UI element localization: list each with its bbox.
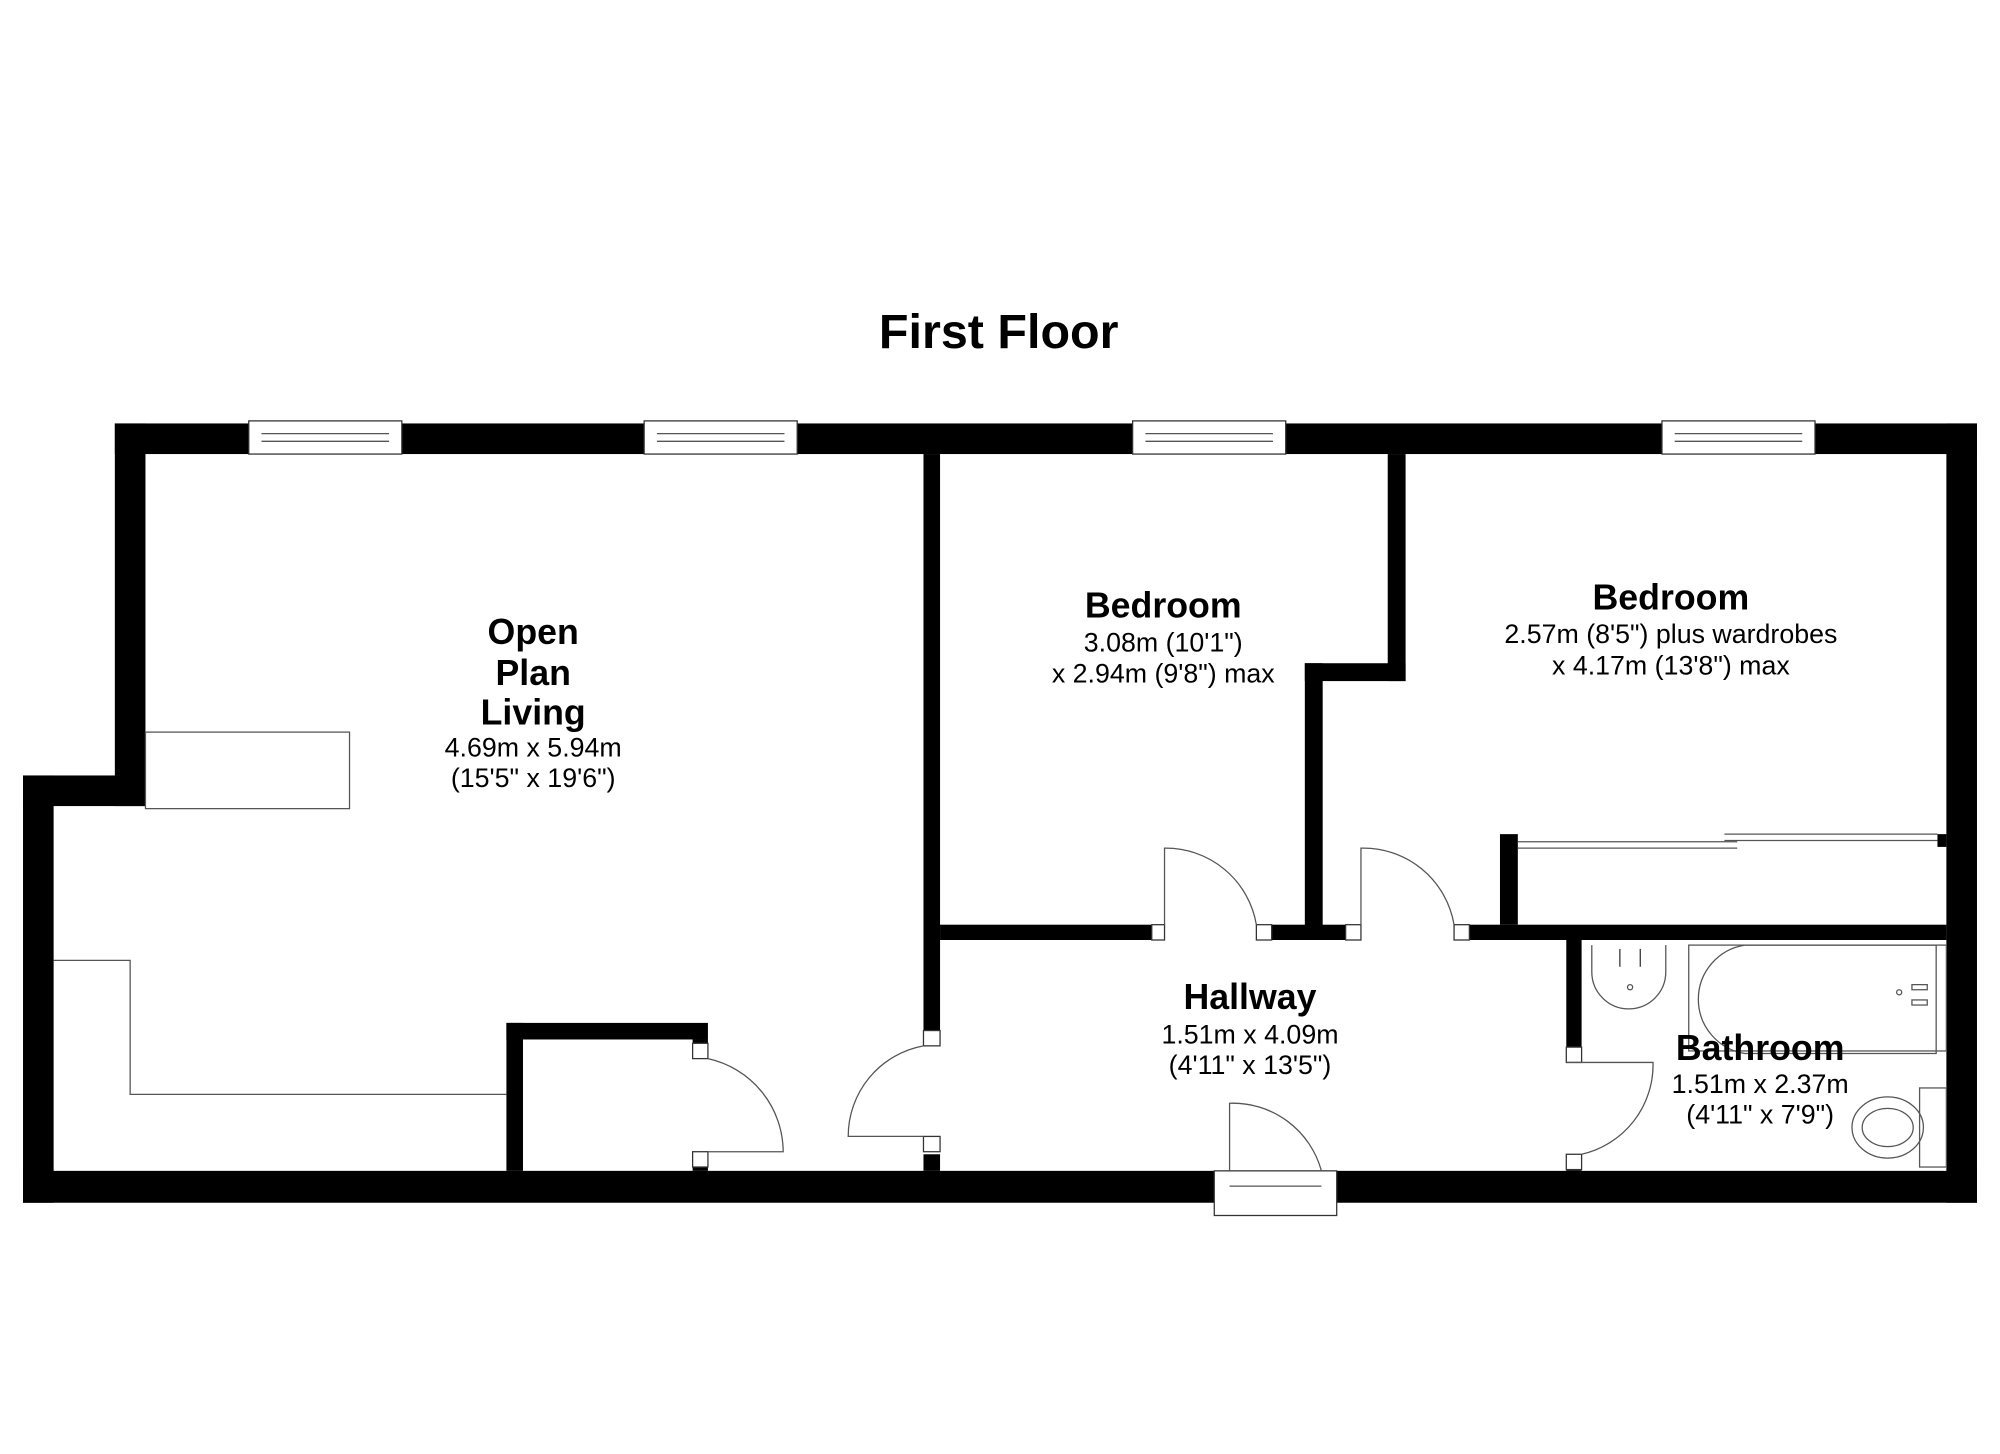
living-name-2: Plan <box>495 653 570 693</box>
door-entrance <box>1213 1102 1338 1217</box>
bedroom1-dims: 3.08m (10'1") <box>1084 628 1243 658</box>
basin-icon <box>1591 945 1667 1010</box>
room-labels: Open Plan Living 4.69m x 5.94m (15'5" x … <box>445 578 1849 1130</box>
bathroom-name: Bathroom <box>1676 1028 1845 1068</box>
living-dims-imperial: (15'5" x 19'6") <box>451 763 616 793</box>
toilet-icon <box>1851 1087 1948 1168</box>
door-bedroom1 <box>1151 847 1273 941</box>
door-living <box>847 1029 941 1153</box>
wardrobe <box>1517 833 1938 849</box>
hallway-dims: 1.51m x 4.09m <box>1161 1019 1338 1049</box>
fixtures <box>53 731 1948 1168</box>
floor-title: First Floor <box>879 305 1119 359</box>
bedroom2-name: Bedroom <box>1593 578 1750 618</box>
bedroom1-name: Bedroom <box>1085 585 1242 625</box>
hallway-dims-imperial: (4'11" x 13'5") <box>1169 1050 1332 1080</box>
bath-icon <box>1688 944 1948 1055</box>
door-bathroom <box>1565 1046 1654 1171</box>
kitchen-worktop <box>53 959 507 1095</box>
living-dims: 4.69m x 5.94m <box>445 732 622 762</box>
bedroom2-dims2: x 4.17m (13'8") max <box>1552 651 1790 681</box>
window <box>643 420 798 455</box>
windows <box>248 420 1816 455</box>
window <box>1661 420 1816 455</box>
living-name-3: Living <box>481 692 586 732</box>
bedroom1-dims2: x 2.94m (9'8") max <box>1052 658 1275 688</box>
walls <box>23 423 1977 1203</box>
hallway-name: Hallway <box>1184 977 1317 1017</box>
living-name-1: Open <box>488 612 579 652</box>
window <box>248 420 403 455</box>
window <box>1132 420 1287 455</box>
bedroom2-dims: 2.57m (8'5") plus wardrobes <box>1504 619 1837 649</box>
doors <box>691 847 1654 1217</box>
door-cupboard <box>691 1042 784 1168</box>
kitchen-counter <box>144 731 351 810</box>
bathroom-dims-imperial: (4'11" x 7'9") <box>1686 1100 1834 1130</box>
door-bedroom2 <box>1345 847 1470 941</box>
bathroom-dims: 1.51m x 2.37m <box>1672 1069 1849 1099</box>
